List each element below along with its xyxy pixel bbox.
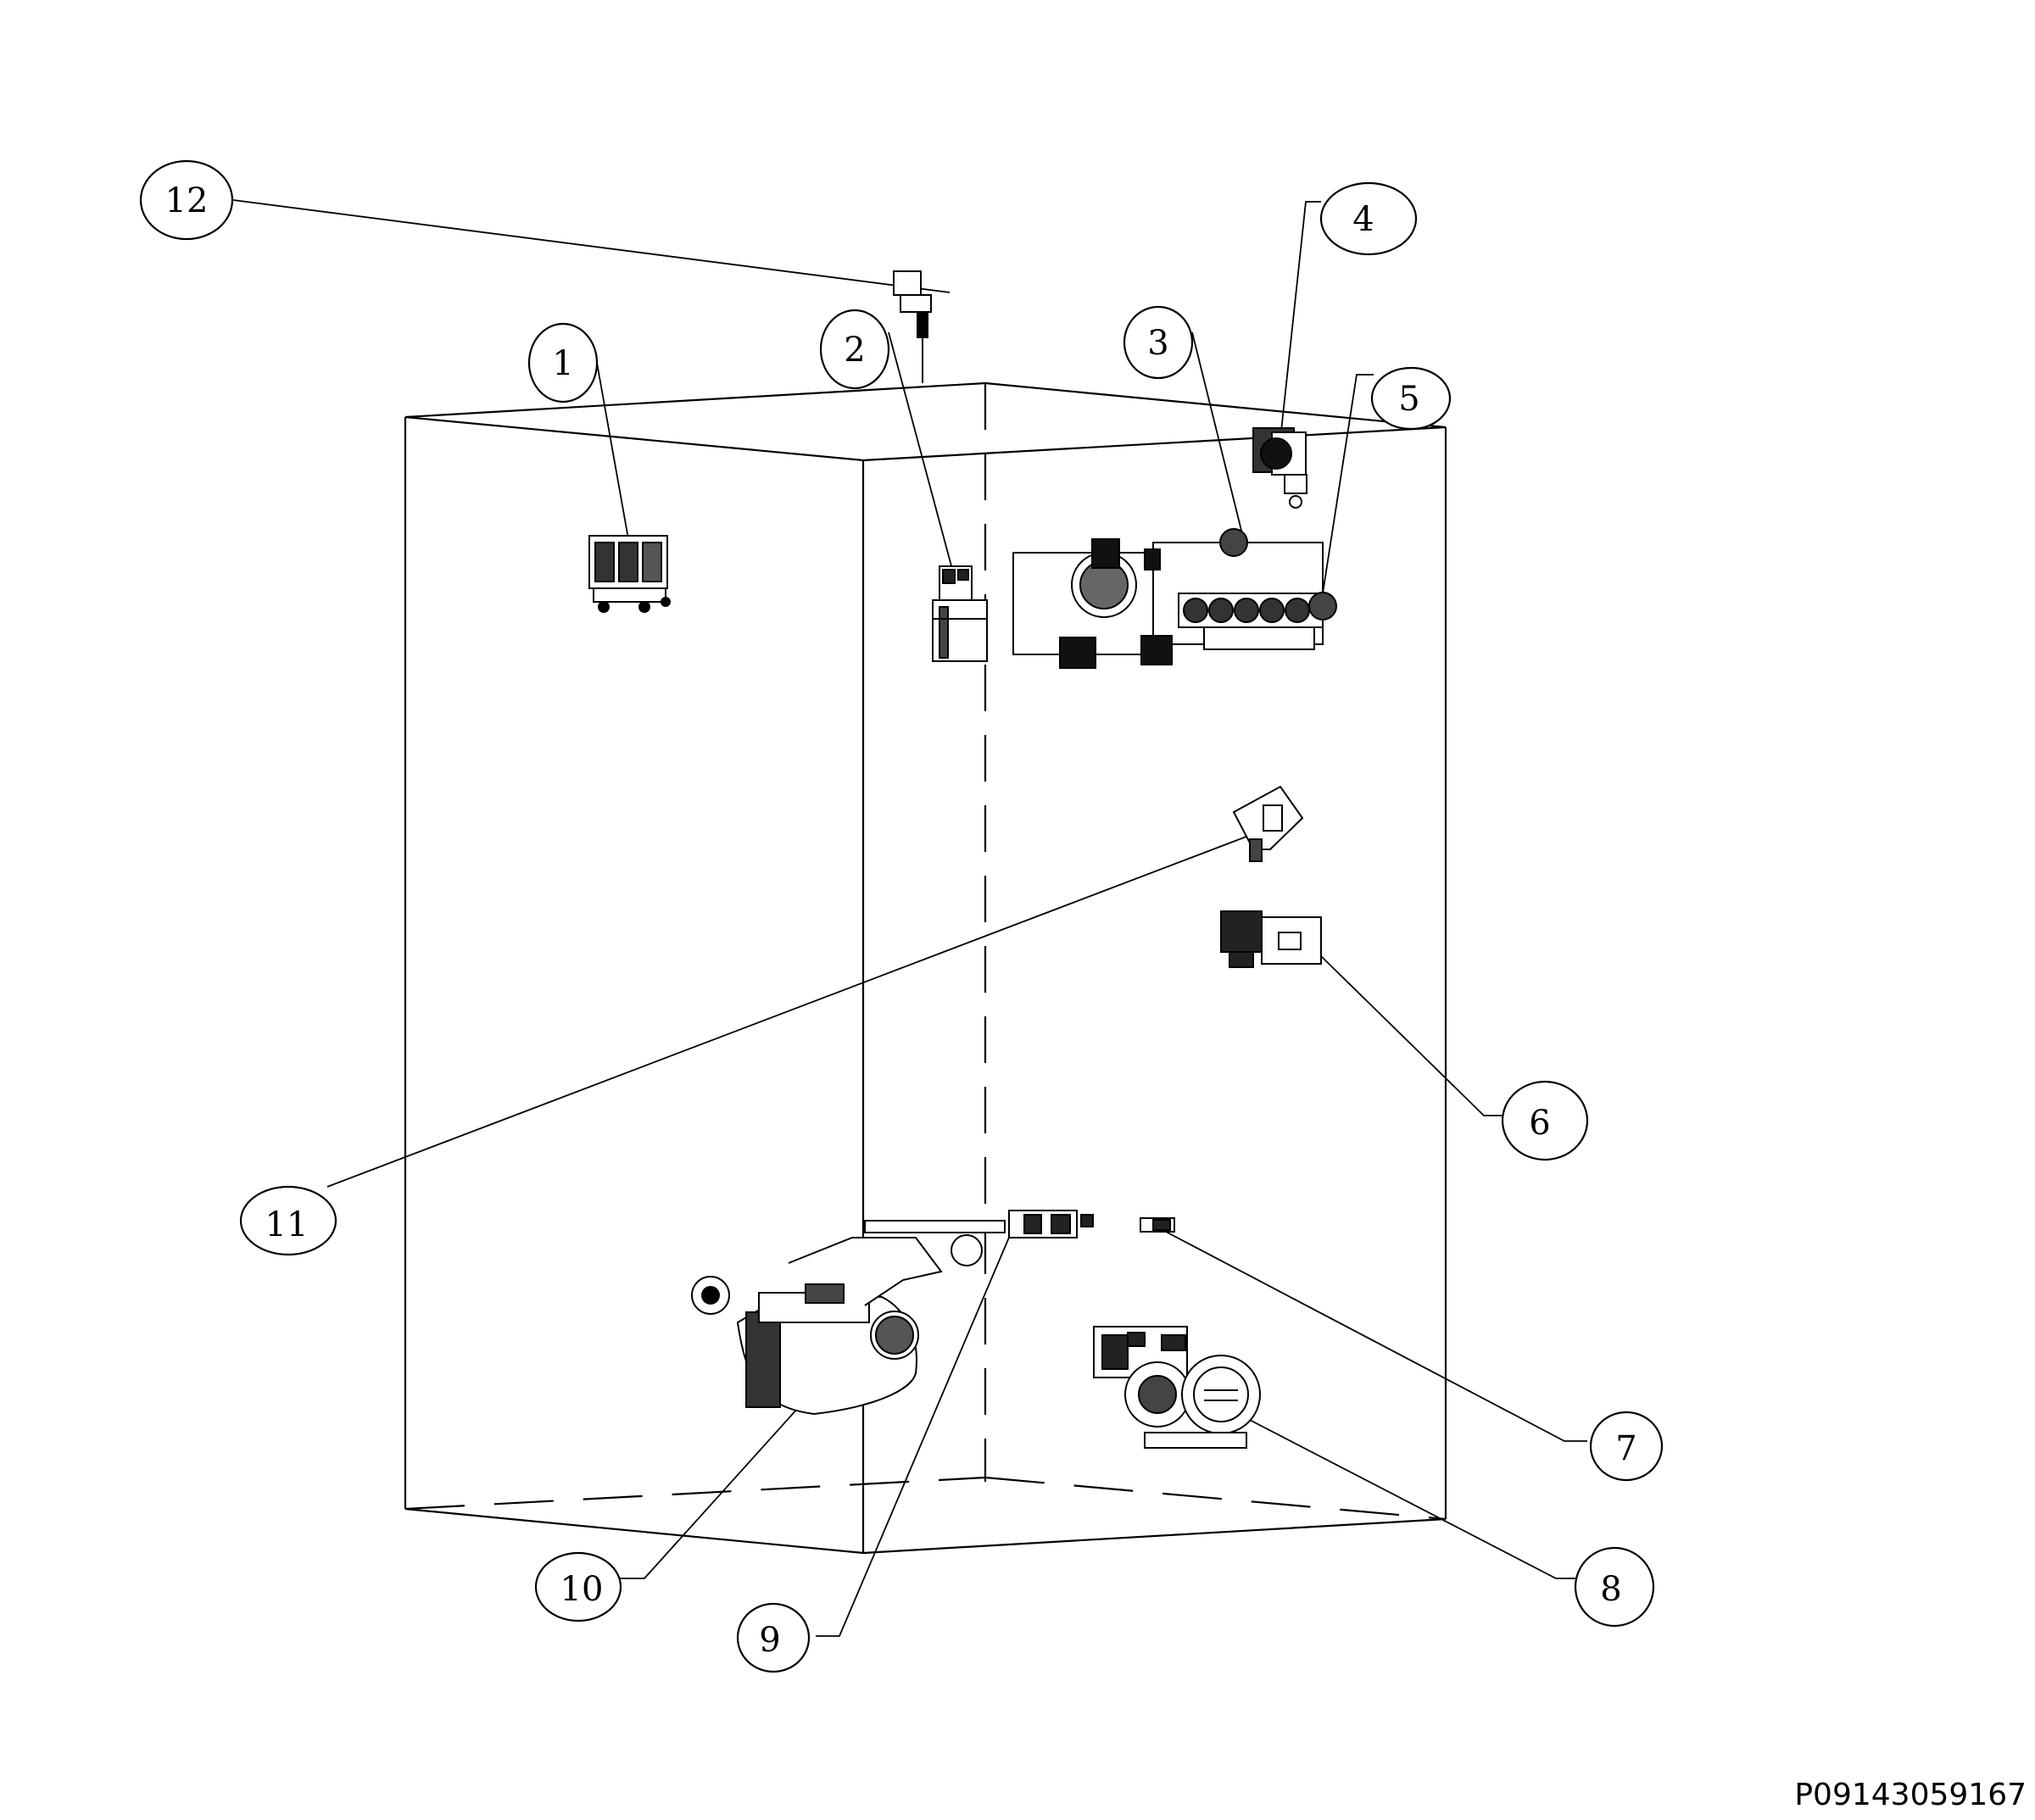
leader-6 bbox=[1318, 953, 1505, 1116]
callout-9-label: 9 bbox=[759, 1621, 780, 1660]
leader-5 bbox=[1322, 374, 1374, 594]
leader-1 bbox=[596, 362, 633, 559]
callout-4: 4 bbox=[1319, 181, 1418, 256]
part-4 bbox=[1252, 427, 1307, 509]
leader-8 bbox=[1244, 1416, 1575, 1579]
leader-3 bbox=[1191, 331, 1247, 552]
callout-9: 9 bbox=[736, 1602, 811, 1673]
callout-4-label: 4 bbox=[1352, 200, 1374, 239]
part-3 bbox=[1012, 528, 1337, 669]
callout-3-label: 3 bbox=[1147, 324, 1168, 363]
part-7 bbox=[1140, 1217, 1175, 1233]
part-11 bbox=[1232, 785, 1304, 862]
callout-1: 1 bbox=[527, 322, 599, 404]
callout-8-label: 8 bbox=[1600, 1570, 1621, 1609]
callout-5: 5 bbox=[1370, 366, 1452, 431]
leader-lines bbox=[232, 199, 1587, 1637]
callout-8: 8 bbox=[1574, 1546, 1655, 1628]
part-8 bbox=[1093, 1326, 1261, 1449]
leader-10 bbox=[619, 1389, 815, 1579]
leader-7 bbox=[1165, 1231, 1587, 1442]
part-6 bbox=[1220, 910, 1322, 968]
leader-12 bbox=[232, 199, 951, 293]
cabinet-outline bbox=[404, 381, 1447, 1555]
callout-11-label: 11 bbox=[265, 1205, 309, 1244]
callout-10: 10 bbox=[534, 1551, 622, 1622]
callout-12-label: 12 bbox=[165, 181, 209, 220]
callout-10-label: 10 bbox=[560, 1570, 604, 1609]
part-10 bbox=[691, 1220, 1006, 1416]
callout-7-label: 7 bbox=[1615, 1429, 1636, 1468]
callout-5-label: 5 bbox=[1398, 380, 1419, 419]
part-9 bbox=[1008, 1210, 1094, 1238]
callout-1-label: 1 bbox=[552, 344, 573, 383]
callout-2-label: 2 bbox=[844, 331, 865, 370]
callout-11: 11 bbox=[239, 1185, 337, 1256]
callout-12: 12 bbox=[139, 159, 234, 241]
leader-9 bbox=[816, 1227, 1014, 1637]
callout-3: 3 bbox=[1123, 305, 1194, 380]
part-2 bbox=[932, 565, 988, 662]
leader-11 bbox=[326, 834, 1252, 1188]
part-1 bbox=[588, 535, 671, 613]
callout-7: 7 bbox=[1589, 1411, 1664, 1482]
callout-2: 2 bbox=[819, 309, 890, 390]
callout-balloons: 12 1 2 3 4 5 6 7 bbox=[139, 159, 1664, 1673]
part-12 bbox=[893, 270, 932, 383]
leader-2 bbox=[888, 331, 957, 586]
reference-code: P09143059167 bbox=[1794, 1778, 2027, 1812]
leader-4 bbox=[1280, 201, 1321, 440]
callout-6: 6 bbox=[1501, 1080, 1589, 1161]
callout-6-label: 6 bbox=[1529, 1104, 1550, 1143]
